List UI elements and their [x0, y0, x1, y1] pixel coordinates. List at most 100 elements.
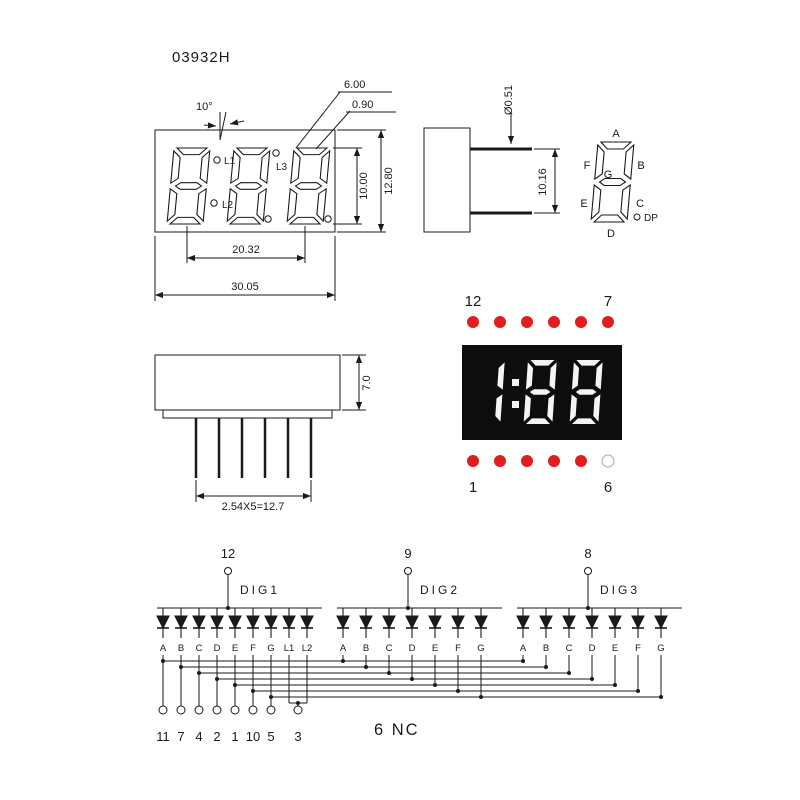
led-dot-bottom	[575, 455, 587, 467]
diode-DIG3-E	[608, 607, 622, 639]
led-dot-top	[494, 316, 506, 328]
led-dot-top	[521, 316, 533, 328]
dp-dot-digit2	[264, 215, 272, 223]
segment-diagram: A F B G E C D DP	[580, 128, 658, 240]
segment-wire-label: E	[612, 643, 618, 654]
schematic-pin-terminal	[230, 705, 240, 715]
segment-wire-label: G	[267, 643, 274, 654]
segment-digit	[591, 142, 634, 222]
front-digit-1	[167, 148, 210, 224]
schematic-pin-number: 10	[246, 729, 260, 744]
segment-dp-dot	[633, 213, 641, 221]
face-colon-upper	[512, 379, 519, 386]
diode-DIG2-E	[428, 607, 442, 639]
segment-wire-label: E	[232, 643, 238, 654]
display-face: 12 7 1 6	[462, 293, 622, 496]
schematic-digit3-terminal	[584, 567, 592, 575]
segment-wire-label: D	[409, 643, 416, 654]
part-number: 03932H	[172, 49, 231, 66]
diode-DIG3-F	[631, 607, 645, 639]
leader-seg-width	[295, 91, 341, 149]
face-pin-top-right: 7	[604, 293, 612, 310]
front-view: L1 L2 L3 10° 6.00 0.90 10.00 12.80 20.32	[154, 79, 396, 301]
schematic-digit1-terminal	[224, 567, 232, 575]
schematic-digit1-label: DIG1	[240, 583, 280, 597]
colon-dot-l1	[213, 156, 221, 164]
led-dot-bottom	[467, 455, 479, 467]
diode-DIG3-C	[562, 607, 576, 639]
diode-DIG1-G	[264, 607, 278, 639]
segment-label-g: G	[604, 169, 613, 181]
segment-wire-label: D	[589, 643, 596, 654]
segment-label-d: D	[607, 228, 615, 240]
diode-DIG2-C	[382, 607, 396, 639]
schematic-digit2-label: DIG2	[420, 583, 460, 597]
display-digits	[495, 360, 603, 424]
segment-wire-label: D	[214, 643, 221, 654]
schematic-digit2-terminal	[404, 567, 412, 575]
diode-DIG1-B	[174, 607, 188, 639]
junction-dot	[296, 701, 300, 705]
segment-label-e: E	[580, 198, 587, 210]
face-pin-bottom-left: 1	[469, 479, 477, 496]
led-dot-bottom	[548, 455, 560, 467]
schematic-pin-terminal	[158, 705, 168, 715]
segment-label-a: A	[612, 128, 620, 140]
diode-DIG3-B	[539, 607, 553, 639]
segment-wire-label: G	[477, 643, 484, 654]
led-dot-top	[602, 316, 614, 328]
segment-wire-label: A	[340, 643, 347, 654]
label-l2: L2	[222, 200, 234, 211]
schematic-pin-terminal	[194, 705, 204, 715]
led-dot-top	[548, 316, 560, 328]
segment-wire-label: F	[635, 643, 641, 654]
nc-label: 6 NC	[374, 721, 420, 739]
segment-wire-label: B	[363, 643, 369, 654]
profile-body	[154, 354, 341, 411]
profile-base	[162, 410, 333, 419]
dim-angle: 10°	[196, 101, 213, 113]
side-body	[423, 127, 471, 233]
led-dot-top	[575, 316, 587, 328]
profile-view: 7.0 2.54X5=12.7	[154, 354, 373, 513]
diode-DIG1-D	[210, 607, 224, 639]
schematic-digit3-pin: 8	[584, 546, 591, 561]
face-pin-top-left: 12	[465, 293, 482, 310]
dim-package-height: 12.80	[383, 167, 395, 195]
schematic-pin-number: 1	[231, 729, 238, 744]
schematic-pin-number: 3	[294, 729, 301, 744]
led-dot-bottom	[494, 455, 506, 467]
angle-arrow-left	[203, 122, 217, 129]
segment-wire-label: G	[657, 643, 664, 654]
diode-DIG3-A	[516, 607, 530, 639]
diode-DIG2-F	[451, 607, 465, 639]
angle-arrow-right	[229, 119, 245, 126]
diode-DIG1-L1	[282, 607, 296, 639]
diode-DIG1-A	[156, 607, 170, 639]
segment-wire-label: L2	[302, 643, 313, 654]
dim-digit-height: 10.00	[358, 172, 370, 200]
dim-pin-pitch: 2.54X5=12.7	[222, 501, 285, 513]
leader-seg-gap	[315, 110, 351, 150]
segment-wire-label: E	[432, 643, 438, 654]
diode-DIG2-D	[405, 607, 419, 639]
dim-segment-width: 6.00	[344, 79, 365, 91]
schematic-digit1-pin: 12	[221, 546, 235, 561]
face-colon-lower	[512, 401, 519, 408]
diode-DIG3-D	[585, 607, 599, 639]
profile-pins	[194, 418, 313, 478]
diode-DIG2-G	[474, 607, 488, 639]
segment-label-c: C	[636, 198, 644, 210]
diode-DIG3-G	[654, 607, 668, 639]
segment-wire-label: A	[160, 643, 167, 654]
segment-label-f: F	[584, 160, 591, 172]
schematic-pin-terminal	[266, 705, 276, 715]
led-dot-bottom	[521, 455, 533, 467]
segment-wire-label: F	[455, 643, 461, 654]
segment-wire-label: L1	[284, 643, 295, 654]
dim-pin-row-span: 10.16	[537, 168, 549, 196]
diode-DIG1-E	[228, 607, 242, 639]
label-l1: L1	[224, 156, 236, 167]
